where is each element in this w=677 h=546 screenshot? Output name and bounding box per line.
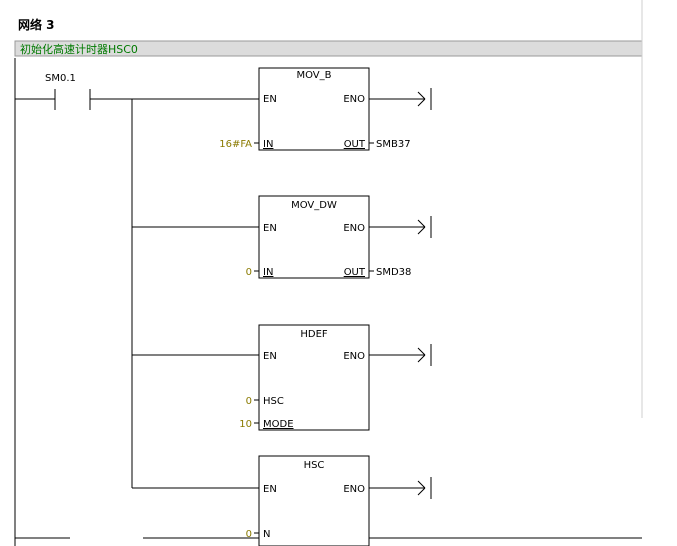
- block-hdef-eno: ENO: [343, 351, 365, 362]
- block-mov-b-eno: ENO: [343, 94, 365, 105]
- block-hdef-mode-pin: MODE: [263, 419, 294, 430]
- block-mov-dw[interactable]: MOV_DW EN ENO IN OUT: [258, 195, 370, 279]
- block-hdef-hsc-pin: HSC: [263, 396, 284, 407]
- block-hsc-title: HSC: [304, 460, 325, 471]
- block-hdef-en: EN: [263, 351, 277, 362]
- block-hsc-n-value[interactable]: 0: [246, 529, 252, 540]
- block-mov-b-title: MOV_B: [296, 70, 331, 81]
- block-hdef-output-arrow-icon: [417, 344, 432, 366]
- block-hdef[interactable]: HDEF EN ENO HSC MODE: [258, 324, 370, 431]
- network-title[interactable]: 网络 3: [18, 17, 55, 32]
- block-hsc-en: EN: [263, 484, 277, 495]
- block-hdef-mode-value[interactable]: 10: [239, 419, 252, 430]
- block-hdef-hsc-value[interactable]: 0: [246, 396, 252, 407]
- network-comment: 初始化高速计时器HSC0: [20, 42, 138, 56]
- block-mov-dw-output-arrow-icon: [417, 216, 432, 238]
- block-hsc-output-arrow-icon: [417, 477, 432, 499]
- block-mov-dw-title: MOV_DW: [291, 200, 337, 211]
- block-mov-dw-out-value[interactable]: SMD38: [376, 267, 411, 278]
- block-hsc-n-pin: N: [263, 529, 270, 540]
- block-mov-dw-in-pin: IN: [263, 267, 273, 278]
- block-mov-dw-out-pin: OUT: [344, 267, 366, 278]
- block-mov-b-in-pin: IN: [263, 139, 273, 150]
- contact-label: SM0.1: [45, 73, 76, 84]
- block-mov-b-output-arrow-icon: [417, 88, 432, 110]
- normally-open-contact[interactable]: [54, 89, 91, 110]
- block-mov-dw-in-value[interactable]: 0: [246, 267, 252, 278]
- block-hsc[interactable]: HSC EN ENO N: [258, 455, 370, 546]
- block-mov-b-out-value[interactable]: SMB37: [376, 139, 411, 150]
- block-mov-b[interactable]: MOV_B EN ENO IN OUT: [258, 67, 370, 151]
- block-mov-b-en: EN: [263, 94, 277, 105]
- block-mov-b-out-pin: OUT: [344, 139, 366, 150]
- block-mov-dw-eno: ENO: [343, 223, 365, 234]
- block-mov-dw-en: EN: [263, 223, 277, 234]
- block-hdef-title: HDEF: [300, 329, 328, 340]
- block-hsc-eno: ENO: [343, 484, 365, 495]
- block-mov-b-in-value[interactable]: 16#FA: [219, 139, 252, 150]
